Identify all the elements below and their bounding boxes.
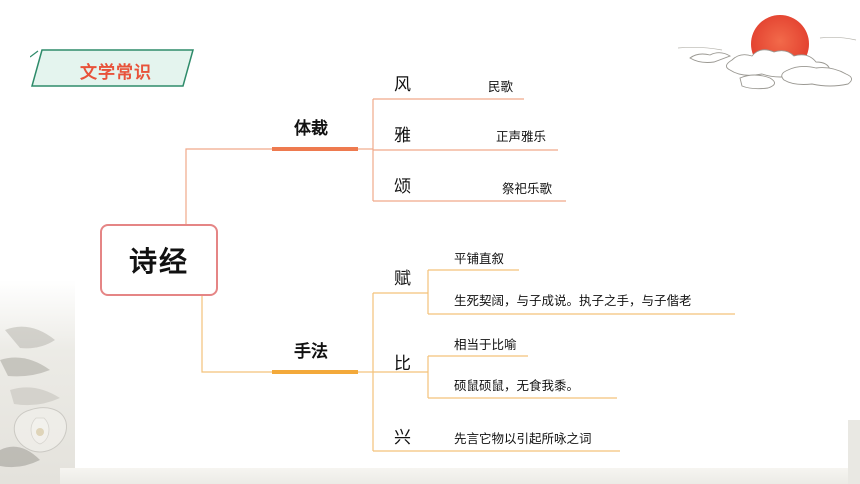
branch-label-genre: 体裁 bbox=[294, 119, 328, 139]
background-wash-bottom bbox=[60, 468, 860, 484]
node-fu: 赋 bbox=[394, 269, 411, 289]
leaf-song-1: 祭祀乐歌 bbox=[502, 181, 553, 196]
node-ya: 雅 bbox=[394, 126, 411, 146]
section-tag-label: 文学常识 bbox=[80, 63, 152, 83]
branch-underline-method bbox=[272, 370, 358, 374]
leaf-xing-1: 先言它物以引起所咏之词 bbox=[454, 431, 592, 446]
node-feng: 风 bbox=[394, 75, 411, 95]
leaf-fu-1: 平铺直叙 bbox=[454, 251, 505, 266]
sun-cloud-icon bbox=[677, 15, 857, 90]
section-tag-shape bbox=[30, 49, 194, 87]
leaf-ya-1: 正声雅乐 bbox=[496, 129, 547, 144]
branch-underline-genre bbox=[272, 147, 358, 151]
leaf-bi-2: 硕鼠硕鼠，无食我黍。 bbox=[454, 378, 580, 393]
root-node-label: 诗经 bbox=[128, 245, 189, 278]
lotus-ink-icon bbox=[0, 326, 67, 468]
node-bi: 比 bbox=[394, 354, 411, 374]
leaf-bi-1: 相当于比喻 bbox=[454, 337, 517, 352]
background-wash-right bbox=[848, 420, 860, 484]
leaf-fu-2: 生死契阔，与子成说。执子之手，与子偕老 bbox=[454, 293, 692, 308]
node-song: 颂 bbox=[394, 177, 411, 197]
leaf-feng-1: 民歌 bbox=[488, 79, 514, 94]
node-xing: 兴 bbox=[394, 428, 411, 448]
branch-label-method: 手法 bbox=[294, 342, 328, 362]
root-node bbox=[100, 224, 218, 296]
